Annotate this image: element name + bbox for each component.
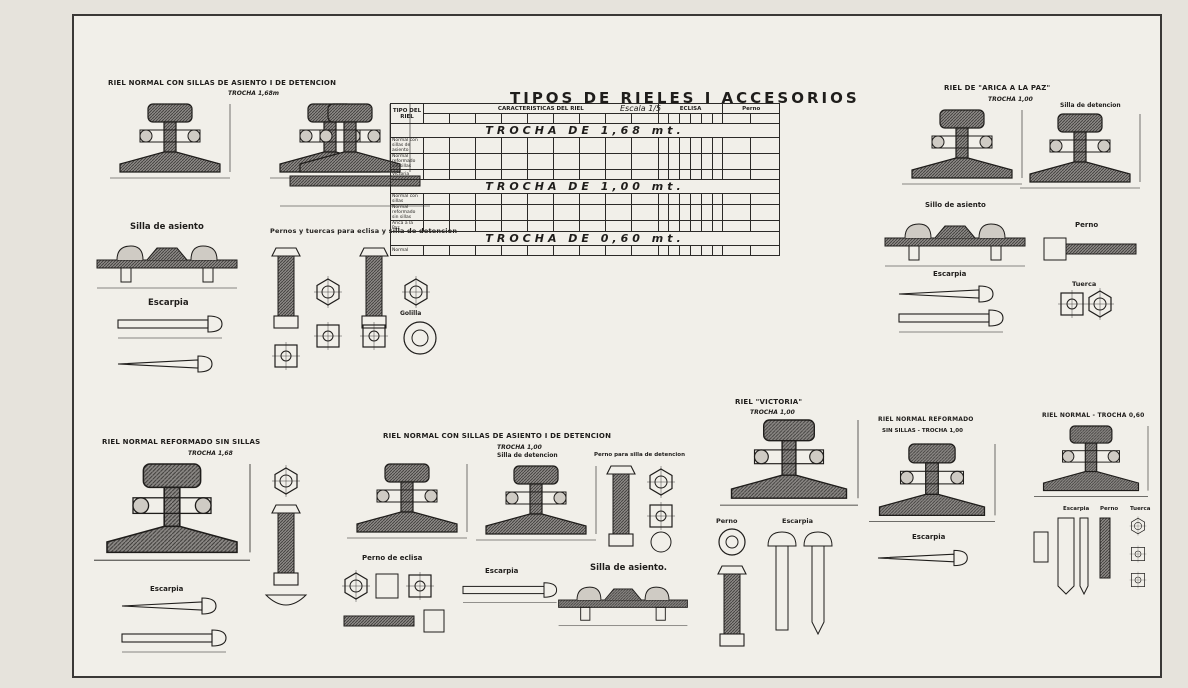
caption-perno-b: Perno — [716, 517, 738, 525]
rail-section-normal-100 — [346, 463, 468, 539]
rail-section-060 — [1033, 425, 1149, 497]
table-row-tipo: Normal — [390, 245, 424, 256]
caption-escarpia-g: Escarpia — [1063, 506, 1090, 512]
rail-section-arica — [901, 109, 1023, 185]
caption-escarpia-f: Escarpia — [912, 533, 946, 541]
caption-trocha-168-b: TROCHA 1,68 — [188, 450, 233, 457]
table-row-tipo: Arica a la Paz — [390, 220, 424, 232]
rail-section-arica-side — [1019, 113, 1141, 189]
caption-riel-reformado-sin: RIEL NORMAL REFORMADO SIN SILLAS — [102, 438, 261, 446]
bolt-eclisa — [341, 569, 445, 633]
accessories-060 — [1033, 516, 1147, 596]
caption-tuerca: Tuerca — [1072, 280, 1097, 288]
caption-riel-reformado-b: RIEL NORMAL REFORMADO — [878, 416, 974, 423]
caption-perno: Perno — [1075, 221, 1099, 229]
header-eclisa: ECLISA — [657, 103, 724, 114]
spike-drawing — [117, 315, 223, 373]
rail-section-reformado-100 — [868, 443, 996, 523]
spike-reformado — [121, 597, 227, 653]
spike-arica — [898, 285, 1004, 333]
caption-silla-detencion-b: Silla de detencion — [497, 452, 558, 459]
caption-trocha-100-b: TROCHA 1,00 — [497, 444, 542, 451]
spike-reformado-100 — [877, 549, 968, 567]
caption-perno-c: Perno — [1100, 506, 1119, 512]
caption-trocha-168: TROCHA 1,68m — [228, 90, 280, 97]
table-trocha-168: TROCHA DE 1,68 mt. — [390, 123, 780, 138]
rail-section-victoria — [719, 419, 859, 506]
caption-riel-arica: RIEL DE "ARICA A LA PAZ" — [944, 84, 1051, 92]
table-trocha-060: TROCHA DE 0,60 mt. — [390, 231, 780, 246]
rail-section-normal-sillas — [109, 103, 391, 179]
caption-riel-normal-sillas: RIEL NORMAL CON SILLAS DE ASIENTO I DE D… — [108, 79, 337, 87]
caption-silla-asiento: Silla de asiento — [130, 222, 204, 232]
page-title: TIPOS DE RIELES I ACCESORIOS — [510, 89, 860, 107]
tieplate-arica — [884, 223, 1026, 267]
table-row-tipo: Normal reformado sin sillas — [390, 153, 424, 170]
spike-normal-100 — [462, 582, 558, 604]
caption-escarpia-c: Escarpia — [150, 585, 184, 593]
caption-golilla: Golilla — [400, 310, 422, 317]
header-caracteristicas: CARACTERISTICAS DEL RIEL — [423, 103, 659, 114]
bolts-normal-100 — [606, 465, 676, 553]
rail-characteristics-table: TIPO DEL RIEL CARACTERISTICAS DEL RIEL E… — [390, 103, 780, 256]
caption-escarpia: Escarpia — [148, 298, 189, 308]
caption-perno-silla: Perno para silla de detencion — [594, 452, 685, 458]
table-row-tipo: Victoria — [390, 169, 424, 180]
caption-escarpia-d: Escarpia — [485, 567, 519, 575]
caption-sin-sillas-trocha: SIN SILLAS - TROCHA 1,00 — [882, 428, 963, 434]
bolt-arica — [1043, 237, 1137, 261]
caption-sillo-asiento: Sillo de asiento — [925, 201, 986, 209]
caption-perno-eclisa: Perno de eclisa — [362, 554, 423, 562]
caption-escarpia-e: Escarpia — [782, 517, 814, 525]
bolt-spike-victoria — [717, 528, 833, 647]
caption-trocha-100: TROCHA 1,00 — [988, 96, 1033, 103]
caption-escarpia-b: Escarpia — [933, 270, 967, 278]
bolt-reformado — [264, 464, 308, 606]
caption-silla-asiento-b: Silla de asiento. — [590, 563, 668, 573]
caption-silla-detencion: Silla de detencion — [1060, 102, 1121, 109]
header-tipo: TIPO DEL RIEL — [390, 103, 424, 124]
table-row-tipo: Normal con sillas de asiento — [390, 137, 424, 154]
caption-riel-normal-060: RIEL NORMAL - TROCHA 0,60 — [1042, 412, 1145, 419]
tieplate-normal-100 — [558, 586, 688, 627]
rail-section-reformado — [93, 463, 251, 561]
caption-trocha-100-c: TROCHA 1,00 — [750, 409, 795, 416]
bolts-nuts-drawing — [271, 247, 437, 371]
tieplate-drawing — [96, 245, 238, 289]
nut-arica — [1057, 287, 1115, 321]
caption-riel-victoria: RIEL "VICTORIA" — [735, 398, 803, 406]
caption-riel-normal-sillas-b: RIEL NORMAL CON SILLAS DE ASIENTO I DE D… — [383, 432, 612, 440]
rail-section-normal-100-side — [475, 465, 597, 541]
table-row-tipo: Normal reformado sin sillas — [390, 204, 424, 221]
header-perno: Perno — [722, 103, 780, 114]
caption-pernos-tuercas: Pernos y tuercas para eclisa y silla de … — [270, 227, 458, 235]
caption-tuerca-b: Tuerca — [1130, 506, 1151, 512]
table-row-tipo: Normal con sillas — [390, 193, 424, 205]
table-trocha-100: TROCHA DE 1,00 mt. — [390, 179, 780, 194]
